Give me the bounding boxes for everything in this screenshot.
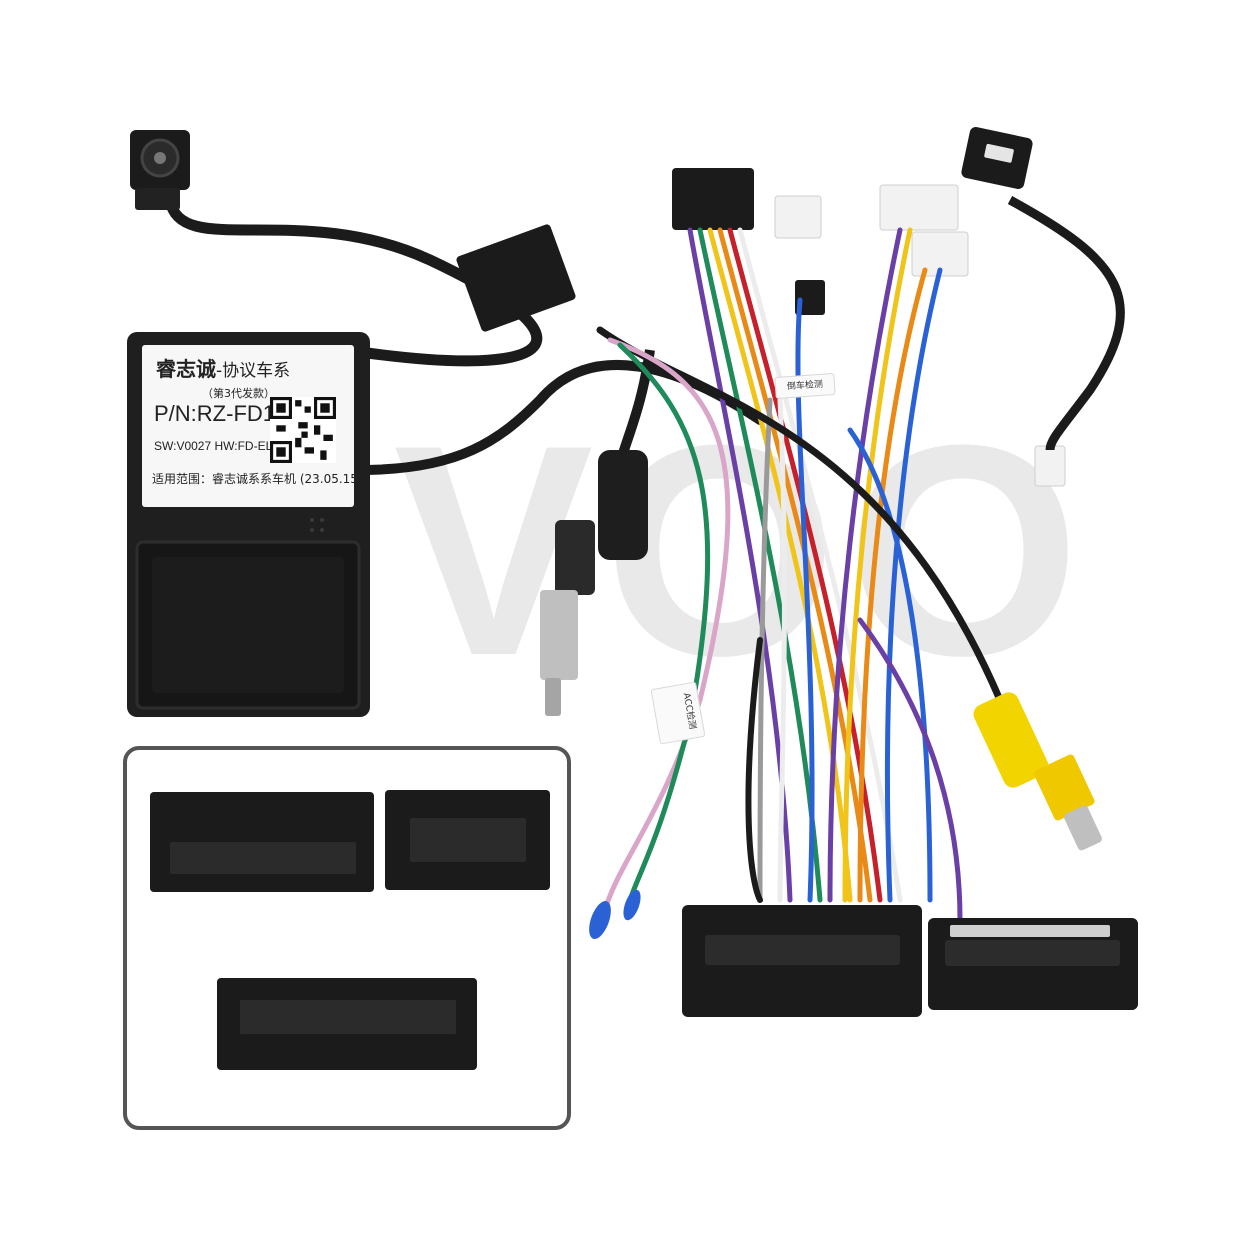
inset-panel xyxy=(123,746,571,1130)
wire-tips xyxy=(589,889,641,940)
rca-connector xyxy=(973,692,1102,851)
label-generation: （第3代发款） xyxy=(202,387,275,400)
fakra-cable xyxy=(164,194,543,367)
label-sw-hw: SW:V0027 HW:FD-EL-0018 xyxy=(154,439,303,453)
top-connector-black xyxy=(456,168,754,332)
white-connectors xyxy=(774,184,1066,487)
label-part-number: P/N:RZ-FD10 xyxy=(154,401,288,426)
decoder-label: 睿志诚-协议车系 （第3代发款） P/N:RZ-FD10 SW:V0027 HW… xyxy=(142,345,363,507)
label-brand: 睿志诚-协议车系 xyxy=(156,353,290,382)
label-brand-suffix: -协议车系 xyxy=(216,361,291,381)
reverse-detect-sticker: 倒车检测 xyxy=(774,372,836,400)
acc-detect-sticker: ACC检测 xyxy=(650,681,706,745)
fakra-connector xyxy=(130,130,190,210)
main-harness-connectors xyxy=(682,905,1138,1017)
usb-cable xyxy=(961,127,1125,451)
wire-bundle xyxy=(596,227,1004,923)
label-scope: 适用范围：睿志诚系系车机 (23.05.15) xyxy=(152,472,363,486)
antenna-adapter xyxy=(540,349,655,716)
label-brand-cn: 睿志诚 xyxy=(156,357,216,381)
qr-code xyxy=(270,397,336,463)
